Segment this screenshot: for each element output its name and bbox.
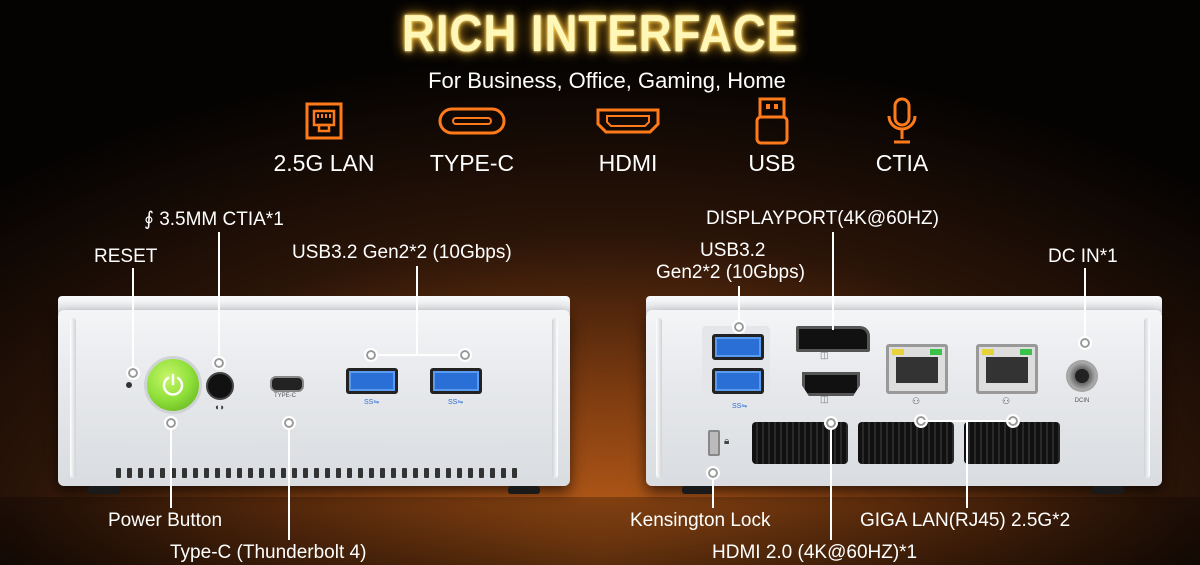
callout-dcin: DC IN*1	[1048, 246, 1118, 267]
microphone-icon	[842, 96, 962, 146]
feature-usb: USB	[712, 96, 832, 177]
callout-power: Power Button	[108, 510, 223, 531]
feature-label: CTIA	[875, 150, 929, 176]
callout-hdmi: HDMI 2.0 (4K@60HZ)*1	[712, 542, 918, 563]
kensington-slot[interactable]	[708, 430, 720, 456]
feature-label: 2.5G LAN	[273, 150, 375, 176]
usb-icon	[712, 96, 832, 146]
usb-port-1[interactable]	[346, 368, 398, 394]
front-device: ◖◗ TYPE-C SS⇋ SS⇋	[58, 296, 570, 496]
type-c-port-icon	[412, 96, 532, 146]
audio-jack[interactable]	[206, 372, 234, 400]
displayport-icon: ◫	[820, 350, 829, 360]
lan-port-icon	[264, 96, 384, 146]
type-c-port[interactable]	[270, 376, 304, 392]
page-title: RICH INTERFACE	[401, 5, 799, 63]
front-vent	[116, 468, 517, 478]
power-icon	[162, 373, 184, 396]
hdmi-icon: ◫	[820, 394, 829, 404]
feature-ctia: CTIA	[842, 96, 962, 177]
front-panel	[58, 310, 570, 486]
rear-usb-port-2[interactable]	[712, 368, 764, 394]
rear-device: SS⇋ ◫ ◫ ⚇ ⚇ DCIN 🔒︎	[646, 296, 1162, 496]
network-icon: ⚇	[1002, 396, 1011, 406]
reset-hole[interactable]	[126, 382, 132, 388]
rear-usb-port-1[interactable]	[712, 334, 764, 360]
lan-port-2[interactable]	[976, 344, 1038, 394]
audio-note-icon: ∮	[144, 209, 160, 230]
callout-reset: RESET	[94, 246, 158, 267]
rear-vent-2	[858, 422, 954, 464]
callout-ctia: ∮ 3.5MM CTIA*1	[144, 209, 284, 230]
callout-usb-rear-1: USB3.2	[700, 240, 766, 261]
callout-usb-front: USB3.2 Gen2*2 (10Gbps)	[292, 242, 512, 263]
feature-lan: 2.5G LAN	[264, 96, 384, 177]
feature-label: TYPE-C	[429, 150, 515, 176]
power-button[interactable]	[144, 356, 202, 414]
hdmi-port[interactable]	[802, 372, 860, 396]
rear-vent-3	[964, 422, 1060, 464]
usb-port-2[interactable]	[430, 368, 482, 394]
feature-hdmi: HDMI	[568, 96, 688, 177]
usb-ss-icon: SS⇋	[732, 403, 748, 410]
type-c-port-label: TYPE-C	[273, 393, 296, 399]
usb-ss-icon: SS⇋	[448, 399, 464, 406]
feature-label: HDMI	[598, 150, 658, 176]
headset-icon: ◖◗	[214, 402, 225, 412]
front-top-edge	[58, 296, 570, 314]
callout-usb-rear-2: Gen2*2 (10Gbps)	[656, 262, 805, 283]
callout-lan: GIGA LAN(RJ45) 2.5G*2	[860, 510, 1071, 531]
callout-kensington: Kensington Lock	[630, 510, 771, 531]
hdmi-port-icon	[568, 96, 688, 146]
page-subtitle: For Business, Office, Gaming, Home	[428, 68, 786, 93]
floor	[0, 497, 1200, 565]
dc-in-port[interactable]	[1066, 360, 1098, 392]
callout-displayport: DISPLAYPORT(4K@60HZ)	[706, 208, 939, 229]
usb-ss-icon: SS⇋	[364, 399, 380, 406]
dc-in-label: DCIN	[1074, 398, 1090, 404]
lock-icon: 🔒︎	[724, 436, 730, 447]
feature-label: USB	[748, 150, 796, 176]
lan-port-1[interactable]	[886, 344, 948, 394]
callout-typec: Type-C (Thunderbolt 4)	[170, 542, 367, 563]
network-icon: ⚇	[912, 396, 921, 406]
feature-typec: TYPE-C	[412, 96, 532, 177]
